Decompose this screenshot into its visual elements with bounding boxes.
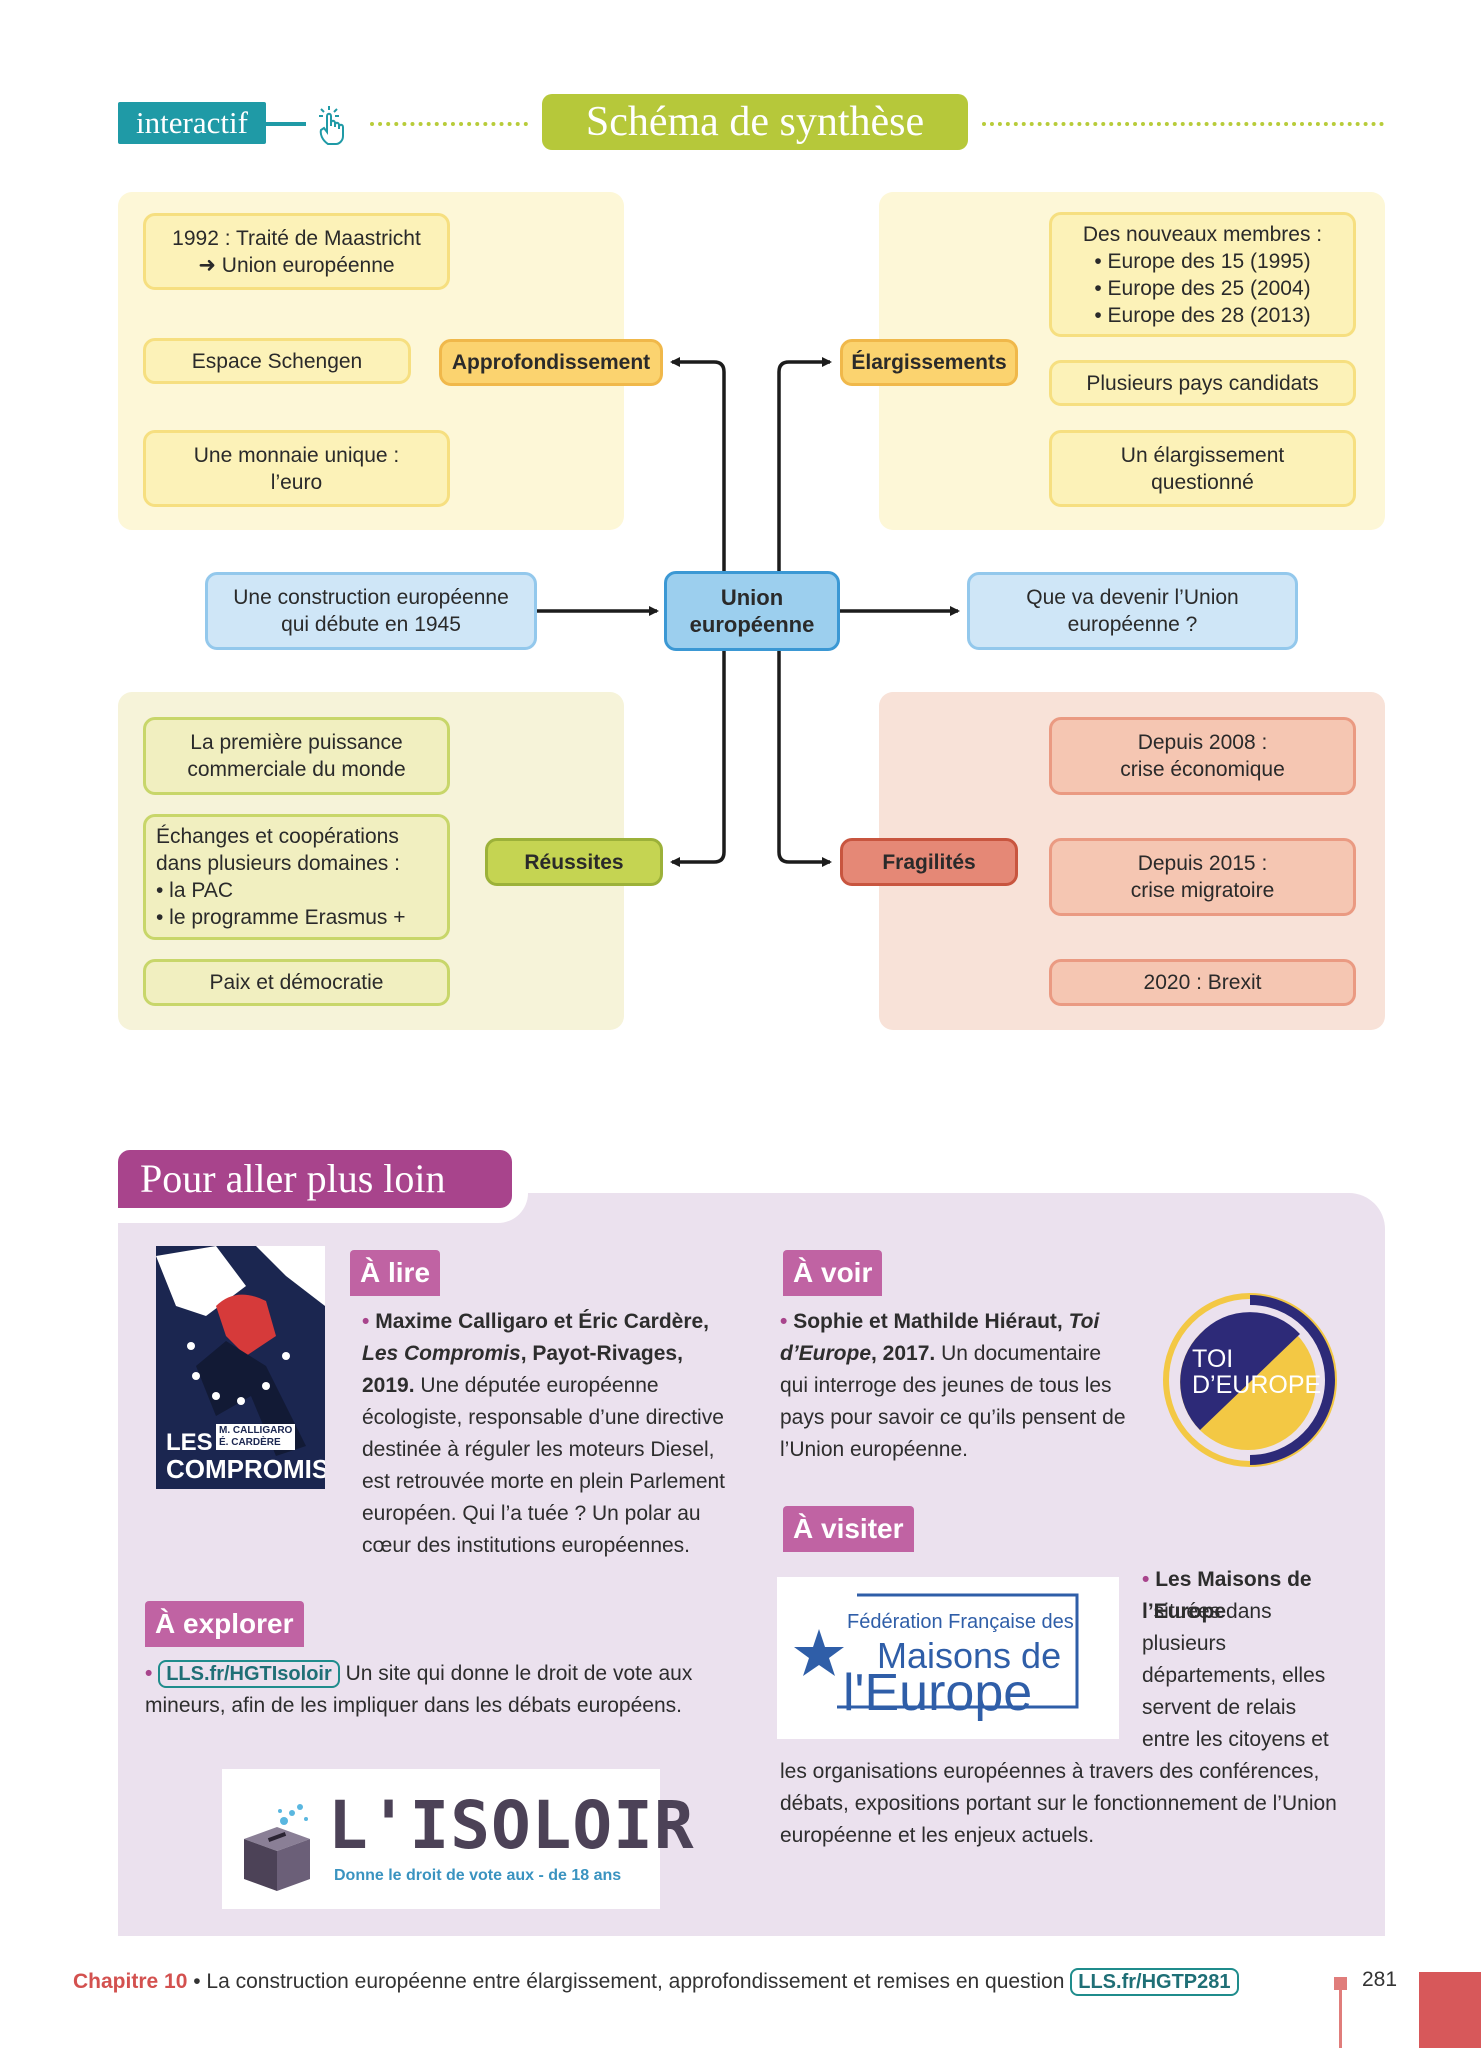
a-visiter-name: Les Maisons de l’Europe <box>1142 1568 1312 1623</box>
hub-union-europeenne: Union européenne <box>664 571 840 651</box>
footer-link[interactable]: LLS.fr/HGTP281 <box>1070 1968 1239 1996</box>
bullet: • <box>145 1662 153 1685</box>
bullet: • <box>780 1310 788 1333</box>
footer-line <box>1339 1990 1342 2048</box>
ballot-box-icon <box>244 1804 310 1891</box>
a-voir-authors: Sophie et Mathilde Hiéraut, <box>793 1310 1063 1333</box>
tag-a-explorer: À explorer <box>145 1601 304 1647</box>
toi-deurope-wordmark: TOI D’EUROPE <box>1192 1346 1321 1398</box>
book-cover-author-1: M. CALLIGARO <box>219 1425 293 1436</box>
a-lire-description: Une députée européenne écologiste, respo… <box>362 1374 726 1557</box>
a-voir-film-title: Toi d’Europe <box>780 1310 1100 1365</box>
a-explorer-description: Un site qui donne le droit de vote aux m… <box>145 1662 693 1717</box>
future-box: Que va devenir l’Union européenne ? <box>967 572 1298 650</box>
maisons-federation: Fédération Française des <box>847 1611 1074 1633</box>
toi-deurope-disc <box>1163 1293 1337 1467</box>
bullet: • <box>1142 1568 1150 1591</box>
maisons-frame <box>794 1593 1079 1709</box>
footer: Chapitre 10 • La construction européenne… <box>73 1968 1239 1996</box>
fragilites-item-2015: Depuis 2015 : crise migratoire <box>1049 838 1356 916</box>
float-spacer <box>780 1596 1142 1756</box>
a-voir-year: , 2017. <box>871 1342 936 1365</box>
approfondissement-item-schengen: Espace Schengen <box>143 338 411 384</box>
interactif-tag[interactable]: interactif <box>118 102 266 144</box>
elargissements-members-text: Des nouveaux membres : • Europe des 15 (… <box>1082 222 1323 327</box>
tag-a-visiter: À visiter <box>783 1506 914 1552</box>
section-title-aller-plus-loin: Pour aller plus loin <box>118 1150 512 1208</box>
book-cover-authors: M. CALLIGARO É. CARDÈRE <box>216 1424 296 1450</box>
reussites-item-paix: Paix et démocratie <box>143 959 450 1006</box>
page-number: 281 <box>1362 1968 1398 1991</box>
footer-text: • La construction européenne entre élarg… <box>187 1970 1071 1993</box>
footer-square <box>1334 1977 1347 1990</box>
deurope-word: D’EUROPE <box>1192 1371 1322 1399</box>
book-cover-word-les: LES <box>166 1429 213 1456</box>
origin-box: Une construction européenne qui débute e… <box>205 572 537 650</box>
a-visiter-text: : situées dans plusieurs départements, e… <box>780 1596 1340 1852</box>
reussites-item-puissance: La première puissance commerciale du mon… <box>143 717 450 795</box>
fragilites-item-brexit: 2020 : Brexit <box>1049 959 1356 1006</box>
elargissements-item-questionne: Un élargissement questionné <box>1049 430 1356 507</box>
label-reussites: Réussites <box>485 838 663 886</box>
label-approfondissement: Approfondissement <box>439 339 663 386</box>
book-cover-author-2: É. CARDÈRE <box>219 1437 281 1448</box>
isoloir-wordmark: L'ISOLOIR <box>328 1787 695 1864</box>
page-tab <box>1419 1972 1481 2048</box>
isoloir-logo: L'ISOLOIR Donne le droit de vote aux - d… <box>222 1769 694 1909</box>
maisons-europe-logo: Fédération Française des Maisons de l'Eu… <box>777 1577 1119 1739</box>
label-fragilites: Fragilités <box>840 838 1018 886</box>
bullet: • <box>362 1310 370 1333</box>
hand-pointer-icon[interactable] <box>312 104 352 148</box>
a-lire-publisher: , Payot-Rivages, 2019. <box>362 1342 683 1397</box>
schema-connectors <box>537 357 960 867</box>
tag-a-voir: À voir <box>783 1250 883 1296</box>
a-lire-authors: Maxime Calligaro et Éric Cardère, <box>375 1310 710 1333</box>
toi-deurope-logo: TOI D’EUROPE <box>1160 1290 1340 1470</box>
fragilites-item-2008: Depuis 2008 : crise économique <box>1049 717 1356 795</box>
book-cover-word-compromis: COMPROMIS <box>166 1454 325 1484</box>
book-cover-les-compromis: LES COMPROMIS M. CALLIGARO É. CARDÈRE <box>156 1246 325 1489</box>
a-visiter-name-block: • Les Maisons de l’Europe <box>1142 1564 1328 1628</box>
dotted-rule-left <box>370 122 528 126</box>
a-voir-description: Un documentaire qui interroge des jeunes… <box>780 1342 1126 1461</box>
link-isoloir[interactable]: LLS.fr/HGTIsoloir <box>158 1660 340 1688</box>
elargissements-new-members: Des nouveaux membres : • Europe des 15 (… <box>1049 212 1356 337</box>
page-title: Schéma de synthèse <box>542 94 968 150</box>
a-lire-book-title: Les Compromis <box>362 1342 521 1365</box>
isoloir-tagline: Donne le droit de vote aux - de 18 ans <box>334 1867 622 1884</box>
footer-chapter: Chapitre 10 <box>73 1970 188 1993</box>
a-voir-text: • Sophie et Mathilde Hiéraut, Toi d’Euro… <box>780 1306 1130 1466</box>
reussites-cooperations-text: Échanges et coopérations dans plusieurs … <box>156 825 406 929</box>
label-elargissements: Élargissements <box>840 339 1018 386</box>
tag-a-lire: À lire <box>350 1250 441 1296</box>
maisons-europe-text: l'Europe <box>843 1664 1033 1722</box>
approfondissement-item-maastricht: 1992 : Traité de Maastricht ➜ Union euro… <box>143 213 450 290</box>
dotted-rule-right <box>982 122 1384 126</box>
approfondissement-item-euro: Une monnaie unique : l’euro <box>143 430 450 507</box>
toi-word: TOI <box>1192 1345 1234 1373</box>
interactif-connector <box>266 122 306 126</box>
a-explorer-text: • LLS.fr/HGTIsoloir Un site qui donne le… <box>145 1658 693 1722</box>
reussites-item-cooperations: Échanges et coopérations dans plusieurs … <box>143 814 450 940</box>
a-lire-text-top: • Maxime Calligaro et Éric Cardère, Les … <box>362 1306 734 1562</box>
maisons-text: Maisons de <box>877 1635 1062 1676</box>
elargissements-item-candidats: Plusieurs pays candidats <box>1049 360 1356 406</box>
a-visiter-description: : situées dans plusieurs départements, e… <box>780 1600 1337 1847</box>
